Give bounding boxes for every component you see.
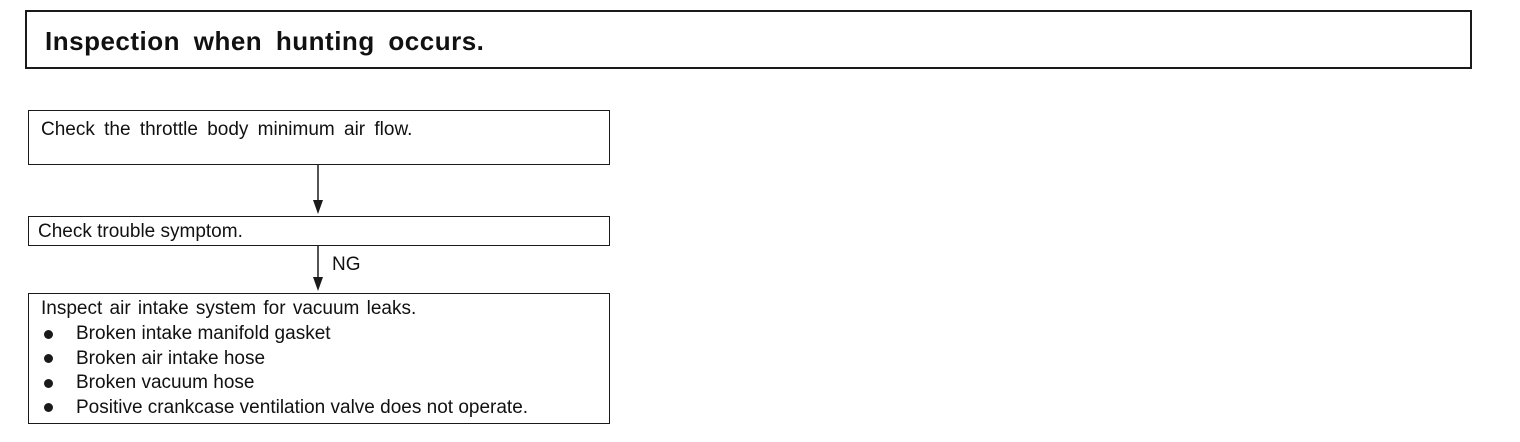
- step-box-throttle-check: Check the throttle body minimum air flow…: [28, 110, 610, 165]
- step-label: Inspect air intake system for vacuum lea…: [41, 298, 417, 319]
- step-box-symptom-check: Check trouble symptom.: [28, 216, 610, 246]
- step-label: Check the throttle body minimum air flow…: [41, 119, 413, 140]
- bullet-icon: [44, 378, 53, 388]
- list-item: Positive crankcase ventilation valve doe…: [41, 396, 528, 421]
- bullet-icon: [44, 329, 53, 339]
- list-item-label: Broken vacuum hose: [76, 372, 255, 394]
- page-title: Inspection when hunting occurs.: [45, 26, 485, 56]
- list-item-label: Positive crankcase ventilation valve doe…: [76, 396, 529, 418]
- list-item-label: Broken intake manifold gasket: [76, 323, 331, 345]
- list-item: Broken vacuum hose: [41, 371, 528, 396]
- bullet-icon: [44, 403, 53, 413]
- title-box: Inspection when hunting occurs.: [25, 10, 1472, 69]
- connector-label-ng: NG: [332, 254, 361, 275]
- step-label: Check trouble symptom.: [38, 221, 243, 242]
- connector-arrow-2: [313, 246, 323, 291]
- list-item: Broken air intake hose: [41, 347, 528, 372]
- bullet-icon: [44, 354, 53, 364]
- list-item-label: Broken air intake hose: [76, 347, 266, 369]
- cause-list: Broken intake manifold gasket Broken air…: [41, 322, 528, 420]
- step-box-vacuum-leak-inspection: Inspect air intake system for vacuum lea…: [28, 293, 610, 424]
- list-item: Broken intake manifold gasket: [41, 322, 528, 347]
- connector-arrow-1: [313, 165, 323, 214]
